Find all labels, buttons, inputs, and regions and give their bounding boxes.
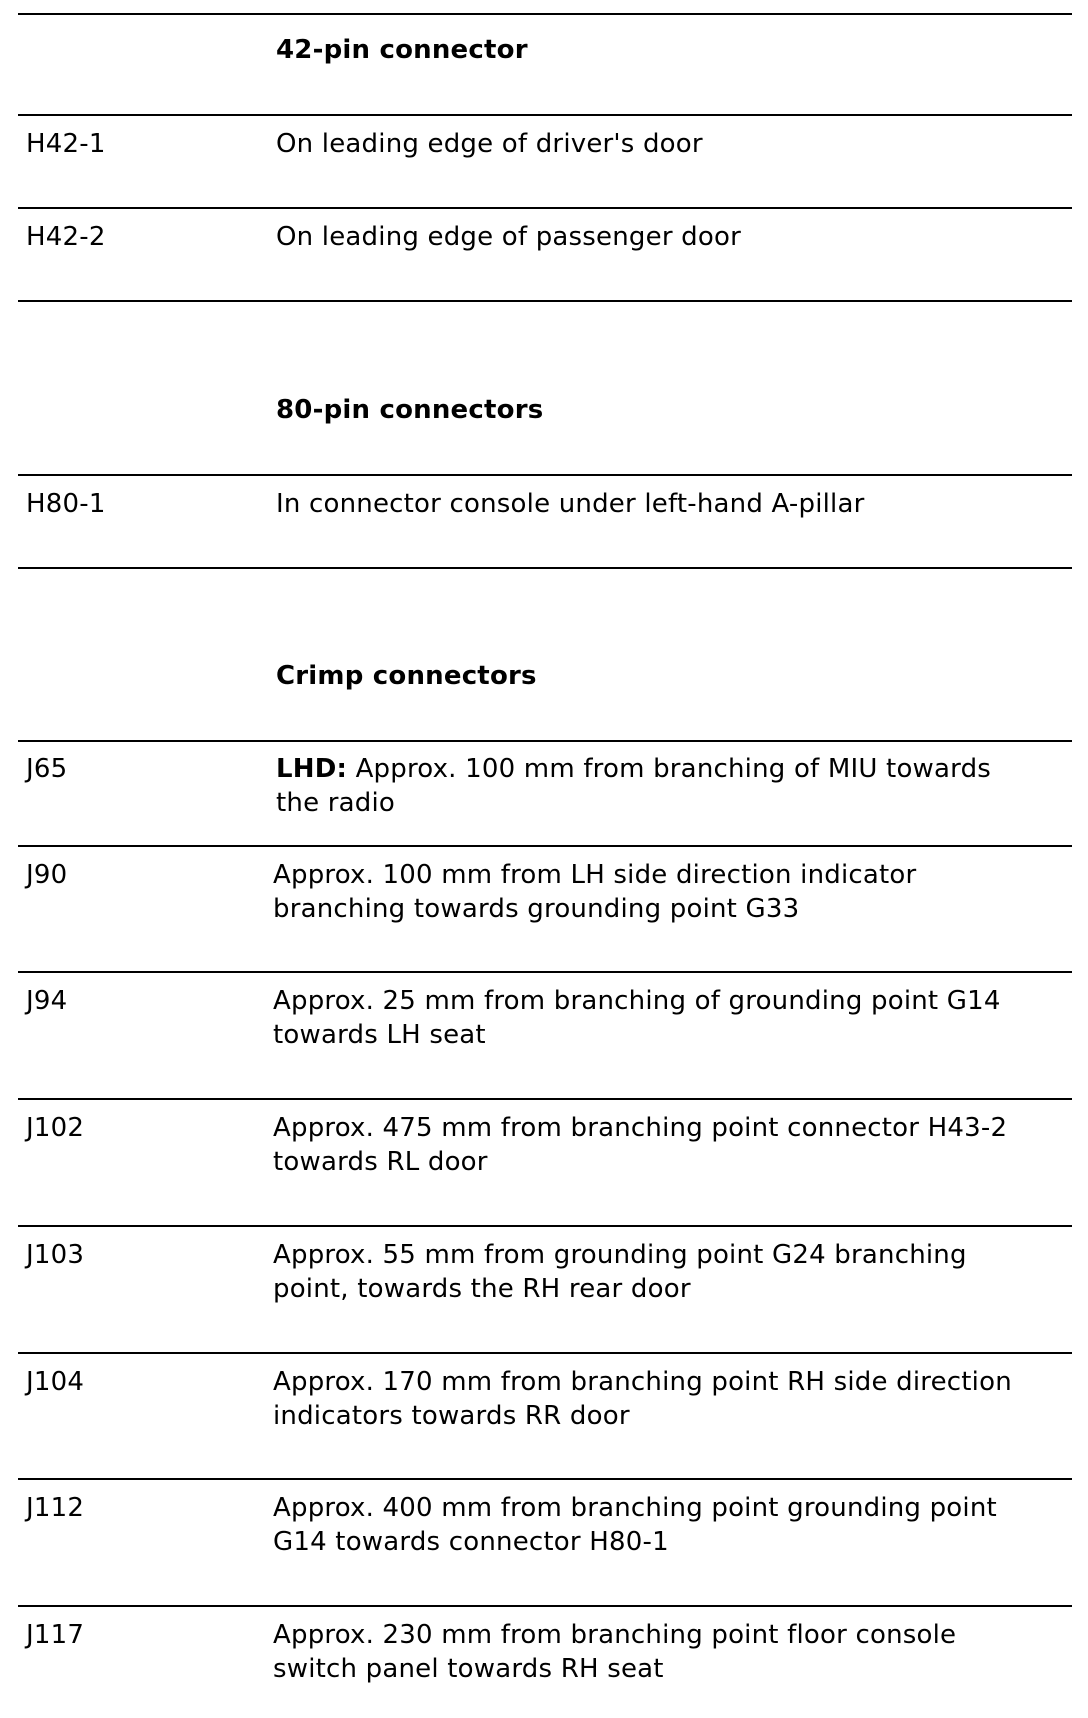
location-line-2: towards LH seat	[273, 1020, 486, 1050]
table-rule	[18, 971, 1072, 973]
table-rule	[18, 1352, 1072, 1354]
connector-code: H42-1	[26, 129, 106, 159]
location-line-1: Approx. 230 mm from branching point floo…	[273, 1620, 957, 1650]
location-line-1: Approx. 25 mm from branching of groundin…	[273, 986, 1001, 1016]
section-heading-42-pin: 42-pin connector	[276, 35, 528, 65]
location-line-2: towards RL door	[273, 1147, 488, 1177]
connector-location: Approx. 230 mm from branching point floo…	[273, 1618, 1073, 1686]
connector-code: J94	[26, 986, 68, 1016]
table-rule	[18, 1605, 1072, 1607]
section-heading-crimp: Crimp connectors	[276, 661, 537, 691]
connector-code: J90	[26, 860, 68, 890]
table-rule	[18, 207, 1072, 209]
location-line-2: branching towards grounding point G33	[273, 894, 800, 924]
connector-location: Approx. 55 mm from grounding point G24 b…	[273, 1238, 1073, 1306]
table-rule	[18, 567, 1072, 569]
connector-location: LHD: Approx. 100 mm from branching of MI…	[276, 752, 1076, 820]
table-rule	[18, 1098, 1072, 1100]
table-rule	[18, 740, 1072, 742]
connector-code: J65	[26, 754, 68, 784]
table-rule	[18, 474, 1072, 476]
location-line-2: point, towards the RH rear door	[273, 1274, 691, 1304]
location-line-2: switch panel towards RH seat	[273, 1654, 664, 1684]
connector-code: H42-2	[26, 222, 106, 252]
connector-code: J104	[26, 1367, 85, 1397]
connector-code: H80-1	[26, 489, 106, 519]
table-rule	[18, 114, 1072, 116]
connector-location: Approx. 475 mm from branching point conn…	[273, 1111, 1073, 1179]
location-line-1: Approx. 100 mm from branching of MIU tow…	[347, 754, 992, 784]
location-line-1: Approx. 475 mm from branching point conn…	[273, 1113, 1008, 1143]
connector-location: Approx. 400 mm from branching point grou…	[273, 1491, 1073, 1559]
location-line-1: Approx. 55 mm from grounding point G24 b…	[273, 1240, 967, 1270]
connector-location: Approx. 170 mm from branching point RH s…	[273, 1365, 1073, 1433]
connector-code: J103	[26, 1240, 85, 1270]
table-rule	[18, 13, 1072, 15]
lhd-prefix: LHD:	[276, 754, 348, 784]
connector-code: J117	[26, 1620, 85, 1650]
connector-code: J112	[26, 1493, 85, 1523]
connector-code: J102	[26, 1113, 85, 1143]
location-line-1: Approx. 100 mm from LH side direction in…	[273, 860, 917, 890]
section-heading-80-pin: 80-pin connectors	[276, 395, 544, 425]
location-line-1: Approx. 400 mm from branching point grou…	[273, 1493, 997, 1523]
location-line-2: G14 towards connector H80-1	[273, 1527, 669, 1557]
table-rule	[18, 300, 1072, 302]
location-line-2: the radio	[276, 788, 395, 818]
table-rule	[18, 1478, 1072, 1480]
location-line-2: indicators towards RR door	[273, 1401, 630, 1431]
table-rule	[18, 845, 1072, 847]
table-rule	[18, 1225, 1072, 1227]
connector-location: Approx. 25 mm from branching of groundin…	[273, 984, 1073, 1052]
connector-location: On leading edge of passenger door	[276, 222, 741, 252]
location-line-1: Approx. 170 mm from branching point RH s…	[273, 1367, 1012, 1397]
connector-location: On leading edge of driver's door	[276, 129, 703, 159]
connector-location: In connector console under left-hand A-p…	[276, 489, 865, 519]
connector-location: Approx. 100 mm from LH side direction in…	[273, 858, 1073, 926]
